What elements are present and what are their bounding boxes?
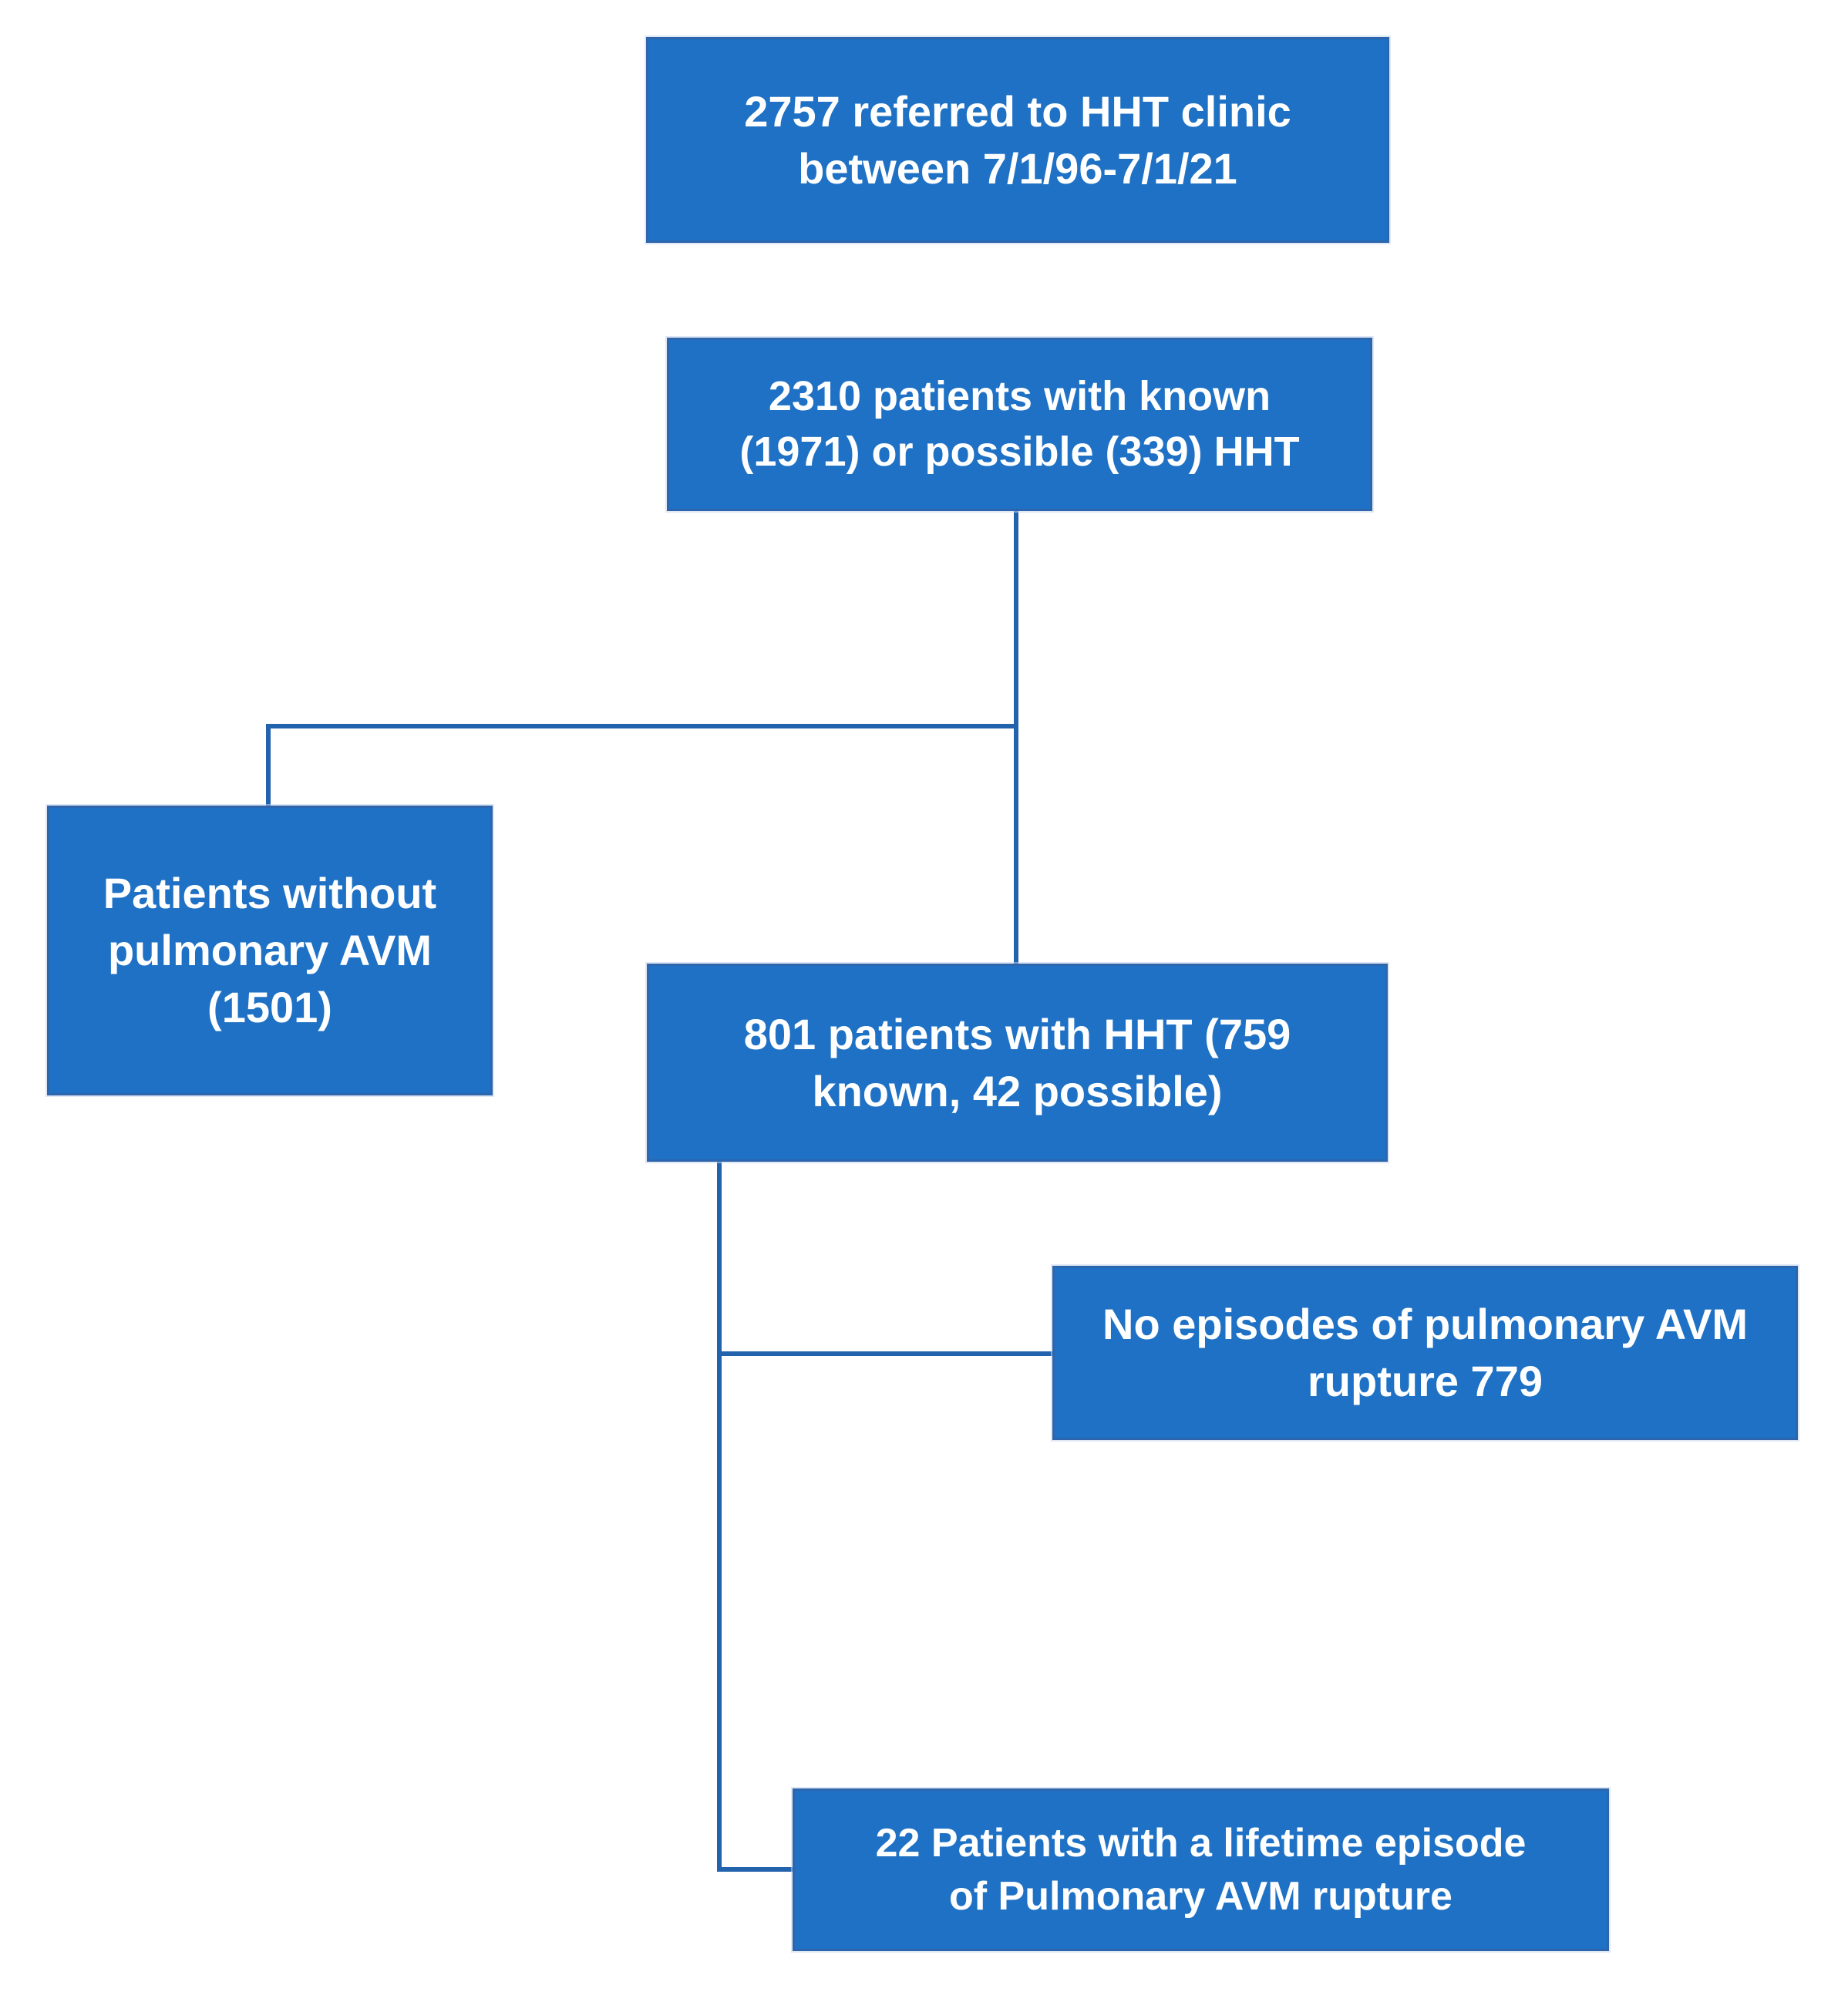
- connector-to-rupture22: [717, 1867, 793, 1872]
- node-known-or-possible-hht: 2310 patients with known (1971) or possi…: [667, 338, 1372, 511]
- node-referred-to-clinic-label: 2757 referred to HHT clinic between 7/1/…: [744, 86, 1291, 193]
- node-lifetime-rupture-22: 22 Patients with a lifetime episode of P…: [793, 1788, 1609, 1951]
- connector-branch-left: [266, 724, 1018, 728]
- connector-to-without-pavm: [266, 724, 271, 806]
- node-no-rupture-episodes: No episodes of pulmonary AVM rupture 779: [1052, 1266, 1798, 1440]
- connector-hht801-down: [717, 1162, 722, 1872]
- connector-known-to-hht801: [1014, 511, 1018, 964]
- node-referred-to-clinic: 2757 referred to HHT clinic between 7/1/…: [646, 37, 1389, 243]
- node-hht-801-patients: 801 patients with HHT (759 known, 42 pos…: [647, 964, 1388, 1162]
- connector-to-no-rupture: [717, 1351, 1052, 1356]
- node-hht-801-patients-label: 801 patients with HHT (759 known, 42 pos…: [743, 1009, 1291, 1115]
- node-no-rupture-episodes-label: No episodes of pulmonary AVM rupture 779: [1102, 1300, 1748, 1405]
- node-known-or-possible-hht-label: 2310 patients with known (1971) or possi…: [739, 373, 1300, 475]
- node-lifetime-rupture-22-label: 22 Patients with a lifetime episode of P…: [875, 1820, 1527, 1919]
- node-without-pulmonary-avm: Patients without pulmonary AVM (1501): [47, 806, 493, 1095]
- node-without-pulmonary-avm-label: Patients without pulmonary AVM (1501): [103, 869, 437, 1031]
